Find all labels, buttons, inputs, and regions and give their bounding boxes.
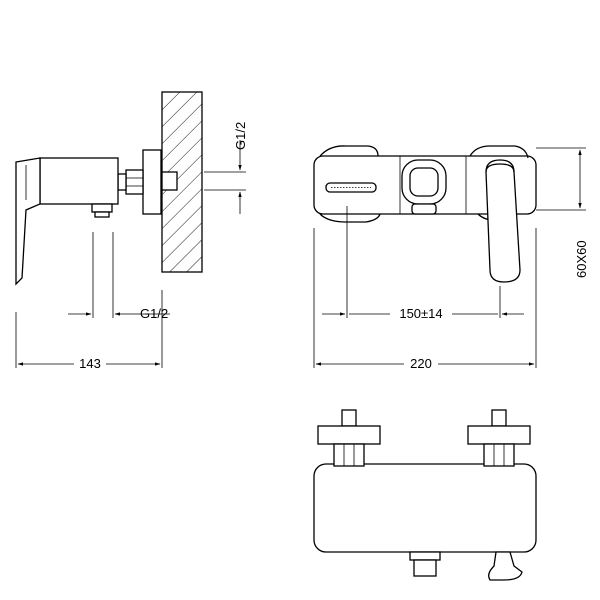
right-pipe-stub: [491, 409, 507, 427]
left-flange: [317, 425, 381, 445]
outlet-nozzle: [91, 203, 113, 213]
dim-label-g12-top: G1/2: [233, 122, 248, 150]
right-flange: [467, 425, 531, 445]
dim-label-150: 150±14: [399, 306, 442, 321]
lever-handle: [15, 157, 41, 286]
dim-label-60x60: 60X60: [574, 240, 589, 278]
dim-label-g12-bottom: G1/2: [140, 306, 168, 321]
dim-label-220: 220: [410, 356, 432, 371]
diverter-knob-inner: [409, 167, 439, 197]
front-outlet: [411, 203, 437, 215]
left-nut: [333, 443, 365, 467]
connection-pipe: [117, 173, 127, 191]
wall-flange: [142, 149, 162, 215]
mixer-body: [39, 157, 119, 205]
connection-nut: [125, 169, 144, 195]
front-lever: [485, 163, 521, 283]
side-view: G1/2 G1/2 143: [15, 91, 248, 371]
top-view: [313, 409, 537, 581]
dim-label-143: 143: [79, 356, 101, 371]
top-outlet: [409, 551, 441, 561]
left-pipe-stub: [341, 409, 357, 427]
top-body: [313, 463, 537, 553]
top-lever: [488, 551, 523, 581]
aerator-grille: [325, 182, 377, 193]
right-nut: [483, 443, 515, 467]
wall-recess: [161, 171, 178, 191]
front-view: 60X60 150±14 220: [313, 145, 589, 371]
